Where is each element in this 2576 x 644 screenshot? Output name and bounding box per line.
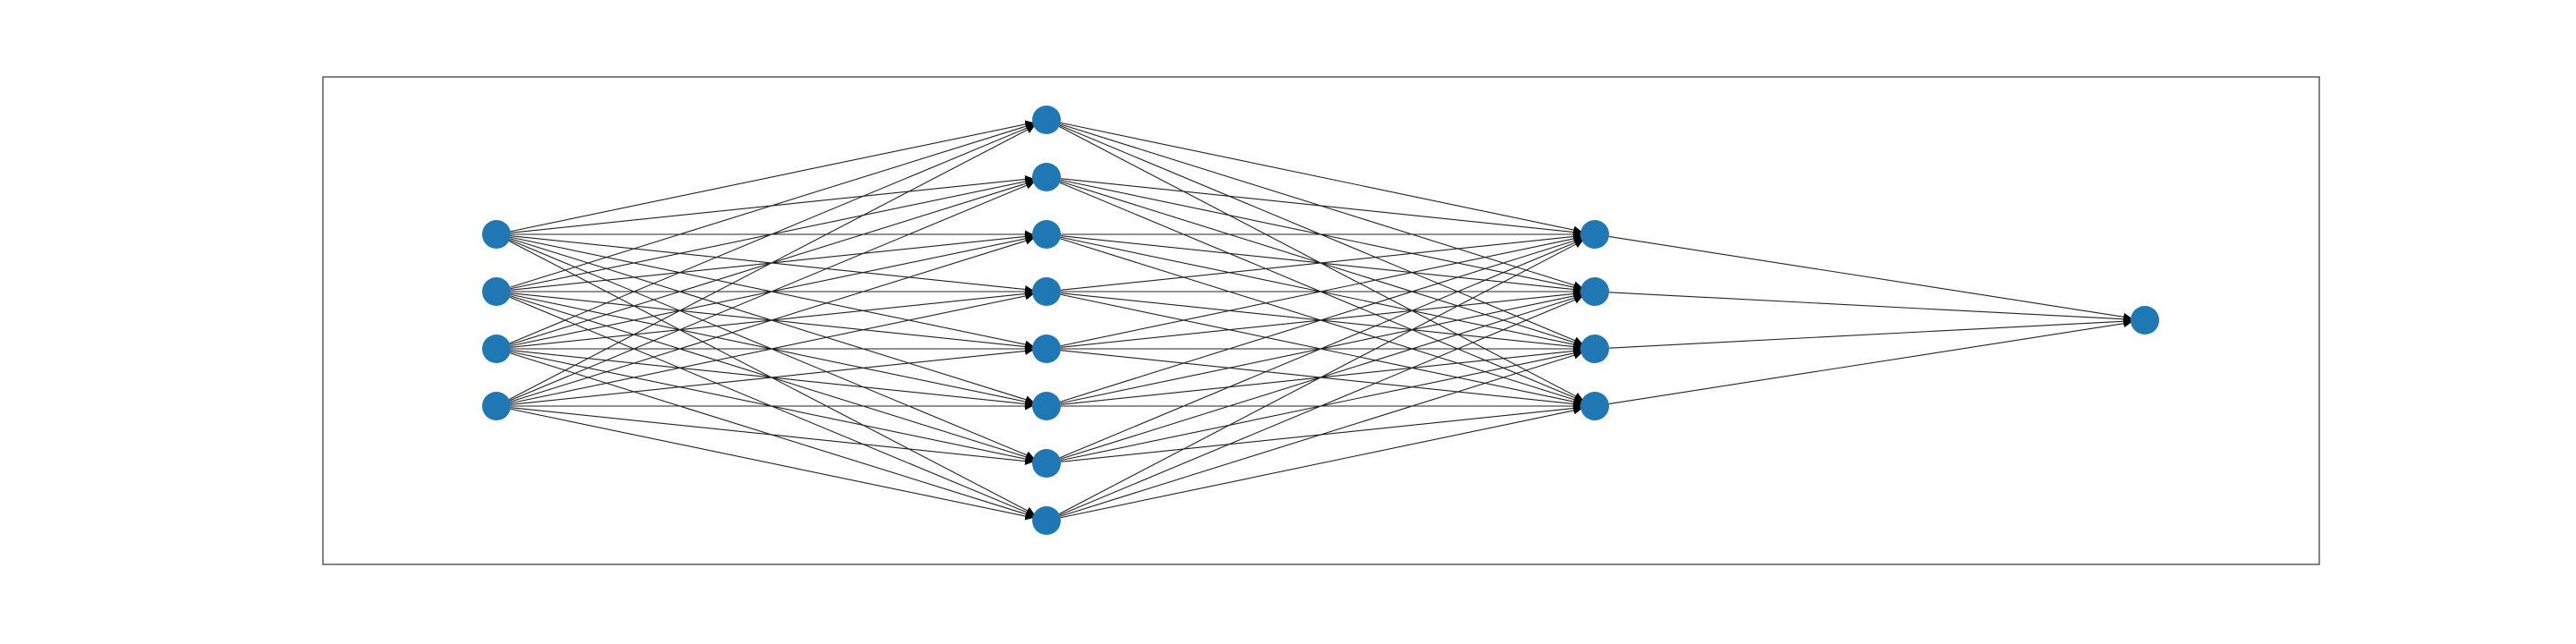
node-layer0-2 — [482, 335, 511, 363]
nodes-group — [482, 106, 2159, 535]
node-layer1-5 — [1032, 392, 1061, 420]
edge-l1n7-to-l2n1 — [1059, 296, 1583, 516]
edge-l0n3-to-l1n4 — [510, 347, 1034, 405]
edge-l1n1-to-l2n0 — [1060, 178, 1582, 236]
node-layer1-0 — [1032, 106, 1061, 134]
edge-l0n3-to-l1n7 — [510, 408, 1034, 521]
edge-l0n3-to-l1n0 — [508, 125, 1035, 401]
edges-group — [508, 120, 2132, 521]
node-layer1-6 — [1032, 449, 1061, 478]
node-layer1-3 — [1032, 277, 1061, 306]
node-layer0-0 — [482, 220, 511, 249]
node-layer2-3 — [1580, 392, 1609, 420]
node-layer1-4 — [1032, 335, 1061, 363]
edge-l0n3-to-l1n1 — [509, 182, 1035, 402]
edge-l0n3-to-l1n6 — [510, 407, 1034, 465]
edge-l1n3-to-l2n0 — [1060, 233, 1582, 291]
edge-l1n7-to-l2n0 — [1058, 240, 1583, 515]
edge-l2n3-to-l3n0 — [1608, 319, 2132, 405]
edge-l1n6-to-l2n0 — [1059, 239, 1583, 459]
edge-l1n5-to-l2n0 — [1060, 236, 1582, 402]
edge-l1n7-to-l2n3 — [1060, 406, 1582, 519]
node-layer2-2 — [1580, 335, 1609, 363]
node-layer3-0 — [2131, 306, 2159, 335]
node-layer0-1 — [482, 277, 511, 306]
edge-l0n2-to-l1n0 — [509, 124, 1035, 344]
node-layer2-0 — [1580, 220, 1609, 249]
edge-l0n1-to-l1n0 — [510, 122, 1034, 288]
node-layer1-1 — [1032, 163, 1061, 191]
edge-l1n4-to-l2n0 — [1060, 234, 1582, 347]
edge-l2n2-to-l3n0 — [1608, 317, 2132, 349]
node-layer1-2 — [1032, 220, 1061, 249]
edge-l1n0-to-l2n0 — [1060, 122, 1582, 234]
edge-l2n1-to-l3n0 — [1608, 292, 2132, 324]
node-layer1-7 — [1032, 506, 1061, 535]
edge-l0n3-to-l1n3 — [510, 292, 1034, 404]
edge-l1n7-to-l2n2 — [1060, 351, 1582, 517]
plot-frame — [322, 76, 2320, 565]
node-layer0-3 — [482, 392, 511, 420]
edge-l0n0-to-l1n0 — [510, 120, 1034, 233]
node-layer2-1 — [1580, 277, 1609, 306]
edge-l2n0-to-l3n0 — [1608, 235, 2132, 321]
edge-l0n3-to-l1n2 — [510, 236, 1034, 402]
